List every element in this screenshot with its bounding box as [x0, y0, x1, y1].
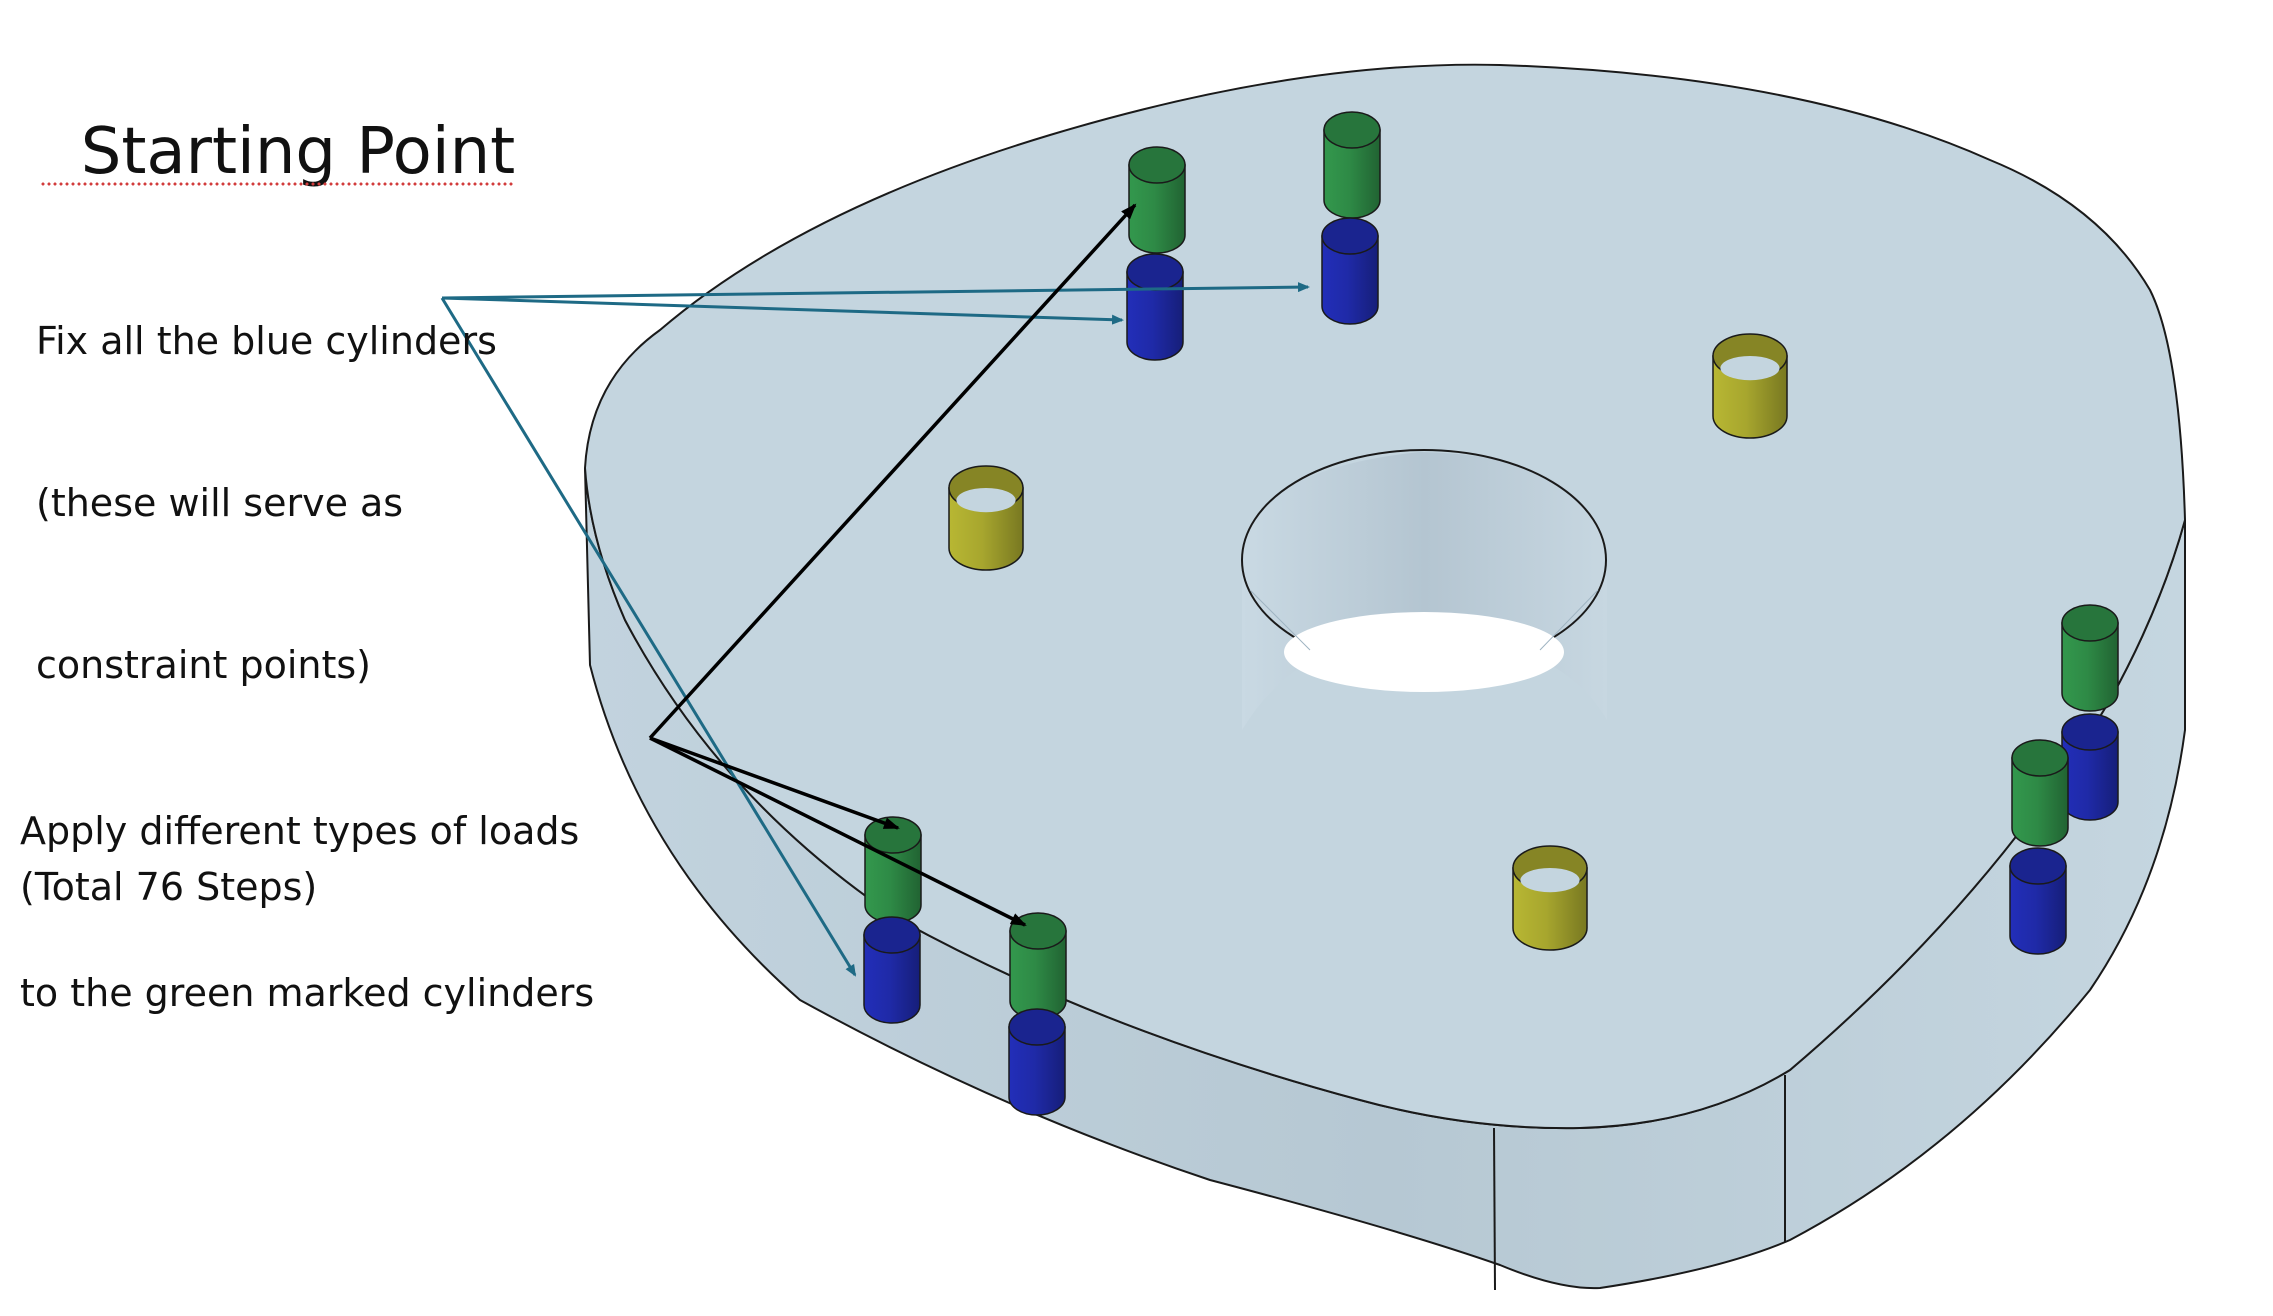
fix-arrow-2: [441, 296, 1124, 325]
load-callout-line-2: to the green marked cylinders: [20, 971, 595, 1015]
page-title: Starting Point: [40, 32, 516, 192]
load-arrow-1: [648, 203, 1137, 740]
side-seam-1: [1493, 1127, 1496, 1291]
blue-cylinder-1-top: [1126, 253, 1184, 291]
blue-cylinder-2-body: [1321, 235, 1379, 325]
blue-cylinder-4: [2009, 847, 2067, 955]
green-cylinder-4: [2011, 739, 2069, 847]
fix-callout: Fix all the blue cylinders (these will s…: [36, 206, 497, 746]
green-cylinder-5-top: [864, 816, 922, 854]
green-cylinder-6-top: [1009, 912, 1067, 950]
total-steps-note: (Total 76 Steps): [20, 865, 318, 909]
center-hole: [1241, 449, 1607, 730]
yellow-cylinder-2: [948, 465, 1024, 571]
blue-cylinder-5: [863, 916, 921, 1024]
load-arrows: [648, 203, 1137, 927]
green-cylinder-4-body: [2011, 757, 2069, 847]
blue-cylinder-6-body: [1008, 1026, 1066, 1116]
green-cylinder-1: [1128, 146, 1186, 254]
load-arrow-2: [649, 736, 900, 830]
blue-cylinder-3-top: [2061, 713, 2119, 751]
fix-arrows: [440, 282, 1310, 977]
blue-cylinder-4-body: [2009, 865, 2067, 955]
blue-cylinder-2: [1321, 217, 1379, 325]
blue-cylinder-6: [1008, 1008, 1066, 1116]
green-cylinder-3-top: [2061, 604, 2119, 642]
yellow-cylinder-3: [1512, 845, 1588, 951]
load-callout-line-1: Apply different types of loads: [20, 809, 580, 853]
green-cylinder-3: [2061, 604, 2119, 712]
green-cylinder-5: [864, 816, 922, 924]
cylinder-layer: [863, 111, 2119, 1116]
fix-arrow-3: [440, 297, 857, 977]
load-callout: Apply different types of loads to the gr…: [20, 696, 594, 1074]
fix-arrow-1: [441, 282, 1310, 300]
green-cylinder-1-top: [1128, 146, 1186, 184]
load-arrow-3: [649, 736, 1027, 927]
green-cylinder-2: [1323, 111, 1381, 219]
green-cylinder-3-body: [2061, 622, 2119, 712]
yellow-cylinder-1: [1712, 333, 1788, 439]
green-cylinder-2-top: [1323, 111, 1381, 149]
green-cylinder-6: [1009, 912, 1067, 1020]
green-cylinder-1-body: [1128, 164, 1186, 254]
yellow-cylinder-2-bore: [956, 488, 1016, 513]
blue-cylinder-5-body: [863, 934, 921, 1024]
spellcheck-underline: [40, 182, 516, 186]
blue-cylinder-4-top: [2009, 847, 2067, 885]
blue-cylinder-1-body: [1126, 271, 1184, 361]
fix-callout-line-2: (these will serve as: [36, 481, 404, 525]
blue-cylinder-3: [2061, 713, 2119, 821]
yellow-cylinder-3-bore: [1520, 868, 1580, 893]
yellow-cylinder-1-bore: [1720, 356, 1780, 381]
fix-callout-line-3: constraint points): [36, 643, 371, 687]
blue-cylinder-5-top: [863, 916, 921, 954]
green-cylinder-4-top: [2011, 739, 2069, 777]
blue-cylinder-2-top: [1321, 217, 1379, 255]
blue-cylinder-6-top: [1008, 1008, 1066, 1046]
fix-callout-line-1: Fix all the blue cylinders: [36, 319, 497, 363]
blue-cylinder-1: [1126, 253, 1184, 361]
